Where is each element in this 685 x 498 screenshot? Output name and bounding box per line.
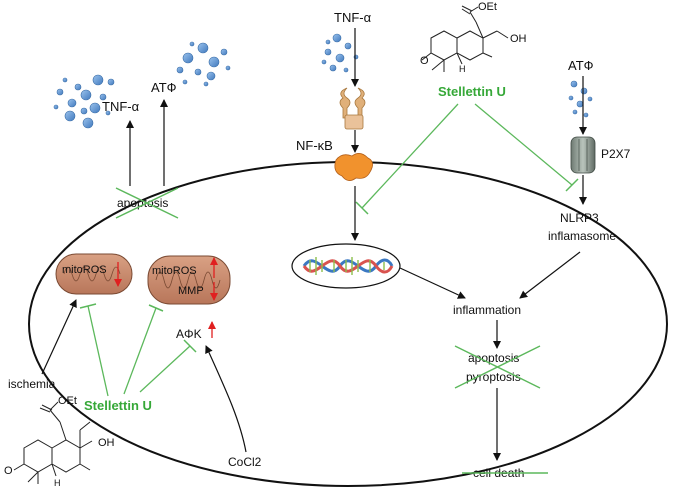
- tnf-label-left: TNF-α: [102, 99, 140, 114]
- cocl2-label: CoCl2: [228, 455, 262, 469]
- arrow-ischemia-to-mito: [41, 299, 77, 375]
- atp-label-right: ATФ: [568, 58, 594, 73]
- oet-label-top: OEt: [478, 1, 497, 13]
- inhibit-cap-mito-1: [79, 303, 97, 309]
- apoptosis-label-bottom: apoptosis: [468, 351, 519, 365]
- nucleus: [291, 243, 401, 289]
- tnf-ion-cluster-left: [53, 74, 115, 129]
- h-label-top: H: [459, 64, 466, 74]
- o-label-bottom: O: [4, 465, 13, 477]
- p2x7-label: P2X7: [601, 147, 631, 161]
- inhibit-line-to-mito-1: [87, 305, 109, 397]
- mmp-label: MMP: [178, 285, 204, 297]
- nfkb-protein-icon: [334, 153, 373, 181]
- arrow-nlrp3-to-inflammation: [519, 251, 581, 299]
- inflamasome-label: inflamasome: [548, 229, 616, 243]
- atp-label-left: ATФ: [151, 80, 177, 95]
- mitochondrion-1: [55, 253, 133, 295]
- stellettin-structure-top: [421, 5, 509, 72]
- apoptosis-pyroptosis-cross: [454, 345, 541, 389]
- arrow-nucleus-to-inflammation: [399, 267, 466, 299]
- apoptosis-label-top: apoptosis: [117, 196, 168, 210]
- pyroptosis-label: pyroptosis: [466, 370, 521, 384]
- inhibit-line-to-p2x7: [474, 103, 573, 186]
- stellettin-label-bottom: Stellettin U: [84, 398, 152, 413]
- inhibit-line-to-nfkb: [361, 103, 459, 209]
- tnf-label-top: TNF-α: [334, 10, 372, 25]
- tnf-ion-cluster-top: [321, 33, 359, 73]
- oh-label-bottom: OH: [98, 437, 115, 449]
- dna-helix-icon: [302, 257, 394, 275]
- inhibit-cap-ampk: [183, 339, 197, 353]
- ischemia-label: ischemia: [8, 377, 56, 391]
- inhibit-line-to-ampk: [139, 345, 191, 393]
- atp-ion-cluster-left: [176, 41, 231, 87]
- atp-ion-cluster-right: [568, 80, 593, 118]
- o-label-top: O: [420, 55, 429, 67]
- stellettin-label-top: Stellettin U: [438, 84, 506, 99]
- nfkb-label: NF-κB: [296, 138, 333, 153]
- inhibit-cap-mito-2: [148, 304, 164, 312]
- inhibit-cap-nfkb: [355, 201, 369, 215]
- inhibit-cap-p2x7: [565, 178, 579, 192]
- p2x7-channel-icon: [570, 136, 596, 174]
- nlrp3-label: NLRP3: [560, 211, 599, 225]
- inhibit-line-to-mito-2: [123, 307, 157, 395]
- arrow-cocl2-to-ampk: [205, 345, 247, 453]
- oet-label-bottom: OEt: [58, 395, 77, 407]
- mitoros-label-2: mitoROS: [152, 265, 197, 277]
- apoptosis-cross-top: [115, 187, 179, 219]
- ampk-label: AΦK: [176, 327, 202, 341]
- stellettin-structure-bottom: [13, 401, 93, 484]
- oh-label-top: OH: [510, 33, 527, 45]
- tnf-receptor-icon: [339, 87, 366, 130]
- h-label-bottom: H: [54, 478, 61, 488]
- mitochondrion-2: [147, 255, 231, 305]
- inflammation-label: inflammation: [453, 303, 521, 317]
- mitoros-label-1: mitoROS: [62, 264, 107, 276]
